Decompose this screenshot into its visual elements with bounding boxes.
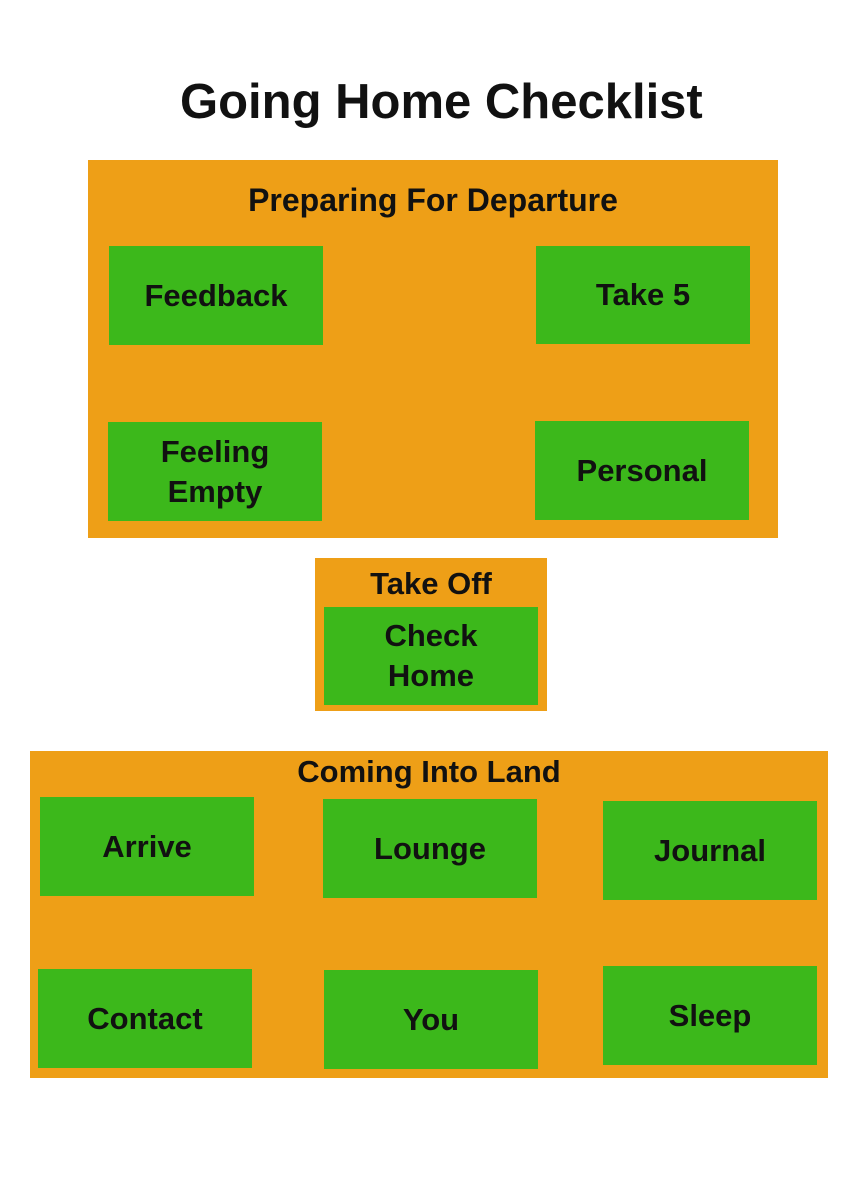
checklist-item-you[interactable]: You [324, 970, 538, 1069]
checklist-item-personal[interactable]: Personal [535, 421, 749, 520]
checklist-item-feedback[interactable]: Feedback [109, 246, 323, 345]
page-title: Going Home Checklist [180, 75, 703, 129]
checklist-item-contact[interactable]: Contact [38, 969, 252, 1068]
section-preparing-for-departure: Preparing For Departure Feedback Take 5 … [88, 160, 778, 538]
checklist-item-check-home[interactable]: Check Home [324, 607, 538, 705]
checklist-item-take-5[interactable]: Take 5 [536, 246, 750, 344]
section-title: Preparing For Departure [248, 182, 618, 218]
checklist-item-arrive[interactable]: Arrive [40, 797, 254, 896]
checklist-item-sleep[interactable]: Sleep [603, 966, 817, 1065]
section-title: Coming Into Land [297, 754, 561, 789]
section-title: Take Off [370, 566, 492, 601]
section-take-off: Take Off Check Home [315, 558, 547, 711]
section-coming-into-land: Coming Into Land Arrive Lounge Journal C… [30, 751, 828, 1078]
checklist-item-feeling-empty[interactable]: Feeling Empty [108, 422, 322, 521]
checklist-item-lounge[interactable]: Lounge [323, 799, 537, 898]
checklist-item-journal[interactable]: Journal [603, 801, 817, 900]
